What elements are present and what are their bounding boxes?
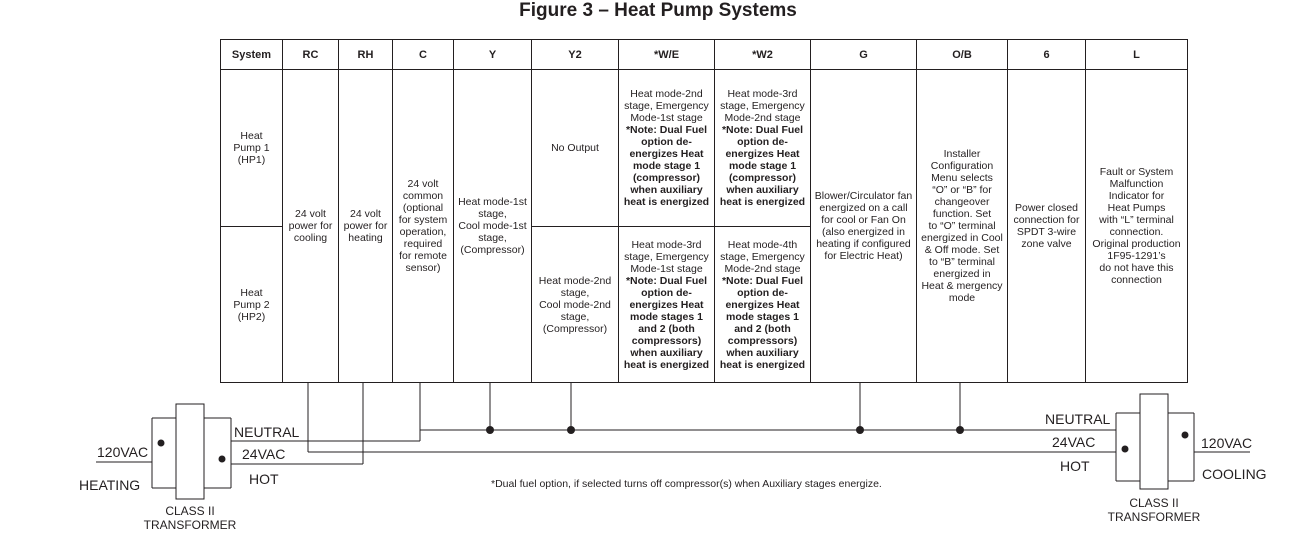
left-hot-label: HOT xyxy=(249,471,279,487)
right-24vac-label: 24VAC xyxy=(1052,434,1096,450)
cell-system-hp1: Heat Pump 1 (HP1) xyxy=(220,69,283,227)
left-primary-dot xyxy=(157,439,165,447)
table-row-hp1: Heat Pump 1 (HP1) 24 volt power for cool… xyxy=(220,69,1188,383)
cell-6: Power closed connection for SPDT 3-wire … xyxy=(1007,69,1086,383)
cell-ob: Installer Configuration Menu selects “O”… xyxy=(916,69,1008,383)
right-120vac-label: 120VAC xyxy=(1201,435,1253,451)
right-primary-dot xyxy=(1121,445,1129,453)
right-hot-label: HOT xyxy=(1060,458,1090,474)
cell-y: Heat mode-1st stage, Cool mode-1st stage… xyxy=(453,69,532,383)
cell-c: 24 volt common (optional for system oper… xyxy=(392,69,454,383)
right-secondary-dot xyxy=(1181,431,1189,439)
cell-rh: 24 volt power for heating xyxy=(338,69,393,383)
header-6: 6 xyxy=(1007,39,1086,70)
header-we: *W/E xyxy=(618,39,715,70)
cell-we-hp1: Heat mode-2nd stage, Emergency Mode-1st … xyxy=(618,69,715,227)
header-rh: RH xyxy=(338,39,393,70)
table-row-hp2: Heat Pump 2 (HP2) Heat mode-2nd stage, C… xyxy=(220,226,1188,383)
cell-g: Blower/Circulator fan energized on a cal… xyxy=(810,69,917,383)
cell-rc: 24 volt power for cooling xyxy=(282,69,339,383)
cell-system-hp2: Heat Pump 2 (HP2) xyxy=(220,226,283,383)
header-y: Y xyxy=(453,39,532,70)
left-secondary-dot xyxy=(218,455,226,463)
header-w2: *W2 xyxy=(714,39,811,70)
header-ob: O/B xyxy=(916,39,1008,70)
cell-y2-hp2: Heat mode-2nd stage, Cool mode-2nd stage… xyxy=(531,226,619,383)
figure-title: Figure 3 – Heat Pump Systems xyxy=(519,0,797,21)
footnote: *Dual fuel option, if selected turns off… xyxy=(491,478,882,490)
right-neutral-label: NEUTRAL xyxy=(1045,411,1111,427)
cooling-label: COOLING xyxy=(1202,466,1267,482)
cell-l: Fault or System Malfunction Indicator fo… xyxy=(1085,69,1188,383)
terminal-table: System RC RH C Y Y2 *W/E *W2 G O/B 6 L H… xyxy=(220,39,1188,383)
left-neutral-label: NEUTRAL xyxy=(234,424,300,440)
cell-y2-hp1: No Output xyxy=(531,69,619,227)
header-system: System xyxy=(220,39,283,70)
heating-label: HEATING xyxy=(79,477,141,493)
right-transformer-label: CLASS II TRANSFORMER xyxy=(1107,496,1201,524)
cell-w2-hp1: Heat mode-3rd stage, Emergency Mode-2nd … xyxy=(714,69,811,227)
left-24vac-label: 24VAC xyxy=(242,446,286,462)
left-transformer-label: CLASS II TRANSFORMER xyxy=(143,504,237,532)
table-header-row: System RC RH C Y Y2 *W/E *W2 G O/B 6 L xyxy=(220,39,1188,70)
junction-ob xyxy=(956,426,964,434)
junction-g xyxy=(856,426,864,434)
cell-w2-hp2: Heat mode-4th stage, Emergency Mode-2nd … xyxy=(714,226,811,383)
right-transformer-body xyxy=(1139,393,1169,490)
junction-y2 xyxy=(567,426,575,434)
left-120vac-label: 120VAC xyxy=(97,444,149,460)
junction-y xyxy=(486,426,494,434)
header-y2: Y2 xyxy=(531,39,619,70)
left-transformer-body xyxy=(175,403,205,500)
header-rc: RC xyxy=(282,39,339,70)
cell-we-hp2: Heat mode-3rd stage, Emergency Mode-1st … xyxy=(618,226,715,383)
